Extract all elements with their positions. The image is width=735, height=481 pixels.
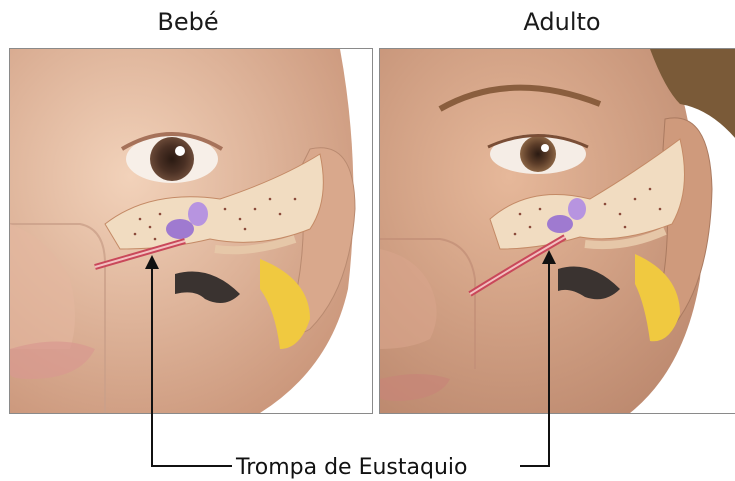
eustachian-tube-label: Trompa de Eustaquio <box>236 455 467 480</box>
adult-pointer-line <box>520 257 549 466</box>
baby-pointer-line <box>152 262 232 466</box>
